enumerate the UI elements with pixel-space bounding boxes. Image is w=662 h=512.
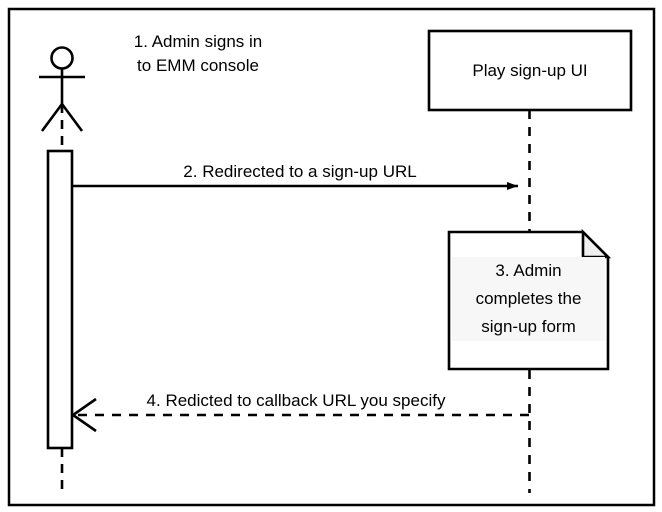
stick-figure-actor-icon [39,46,85,132]
actor-caption-line-1: 1. Admin signs in [133,32,263,51]
message-label-2: 2. Redirected to a sign-up URL [183,162,417,181]
participant-label-play-ui: Play sign-up UI [472,61,588,80]
note-text-step3: 3. Admin completes the sign-up form [452,257,605,341]
actor-caption: 1. Admin signs in to EMM console [100,30,296,78]
note-text-line-2: completes the [452,285,605,313]
note-text-line-3: sign-up form [452,313,605,341]
message-label-4: 4. Redicted to callback URL you specify [146,391,446,410]
activation-bar-admin [46,149,74,450]
message-arrow-4-head [70,397,97,433]
actor-caption-line-2: to EMM console [137,56,259,75]
note-text-line-1: 3. Admin [452,257,605,285]
